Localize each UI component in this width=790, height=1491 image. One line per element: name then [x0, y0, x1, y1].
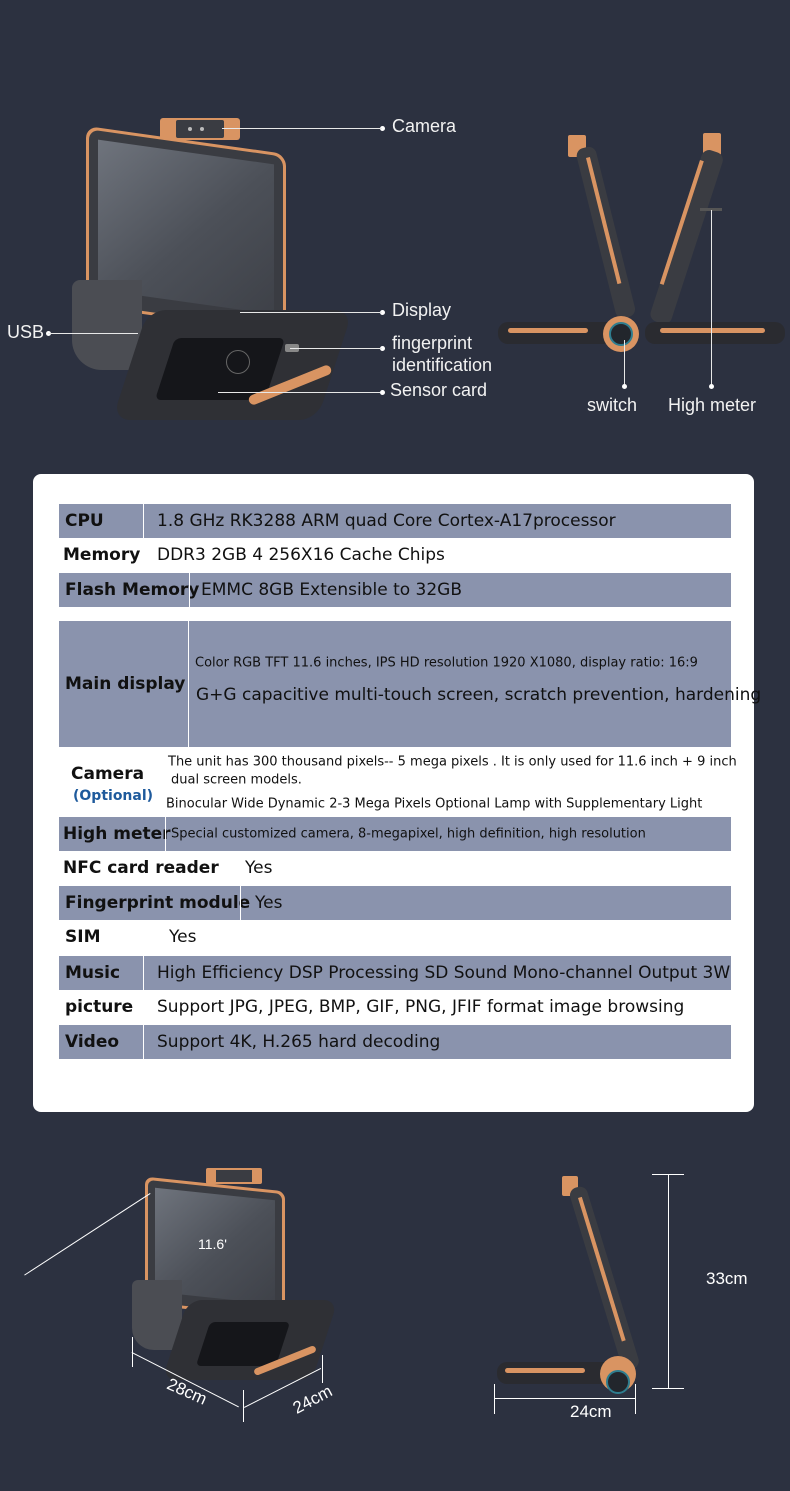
spec-row-nfc: NFC card reader Yes [59, 851, 731, 885]
spec-label: SIM [65, 927, 101, 947]
spec-label: High meter [63, 824, 171, 844]
spec-value: Yes [245, 858, 273, 878]
spec-sublabel: (Optional) [73, 788, 154, 804]
dimension-depth: 24cm [289, 1381, 336, 1418]
callout-high-meter: High meter [668, 395, 757, 415]
spec-value: High Efficiency DSP Processing SD Sound … [157, 963, 731, 983]
spec-value: Yes [169, 927, 197, 947]
dimension-diagonal: 11.6' [198, 1236, 227, 1252]
spec-row-memory: Memory DDR3 2GB 4 256X16 Cache Chips [59, 538, 731, 572]
callout-camera: Camera [392, 116, 457, 136]
callout-fingerprint-2: identification [392, 355, 493, 375]
spec-value: Support JPG, JPEG, BMP, GIF, PNG, JFIF f… [157, 997, 685, 1017]
dimension-height: 33cm [706, 1269, 748, 1288]
spec-label: NFC card reader [63, 858, 219, 878]
spec-label: Fingerprint module [65, 893, 251, 913]
spec-row-camera: Camera (Optional) The unit has 300 thous… [59, 750, 737, 816]
spec-row-flash: Flash Memory EMMC 8GB Extensible to 32GB [59, 573, 731, 607]
spec-value: 1.8 GHz RK3288 ARM quad Core Cortex-A17p… [157, 511, 616, 531]
spec-label: picture [65, 997, 134, 1017]
spec-row-main-display: Main display Color RGB TFT 11.6 inches, … [59, 621, 761, 747]
spec-value-line2: dual screen models. [171, 772, 302, 788]
spec-value-line3: Binocular Wide Dynamic 2-3 Mega Pixels O… [166, 796, 703, 812]
spec-label: Camera [71, 764, 145, 784]
spec-value: Special customized camera, 8-megapixel, … [171, 826, 646, 842]
callout-fingerprint-1: fingerprint [392, 333, 473, 353]
spec-value: Yes [255, 893, 283, 913]
spec-row-video: Video Support 4K, H.265 hard decoding [59, 1025, 731, 1059]
spec-label: Main display [65, 674, 186, 694]
spec-value-line1: The unit has 300 thousand pixels-- 5 meg… [168, 754, 737, 770]
spec-value: DDR3 2GB 4 256X16 Cache Chips [157, 545, 445, 565]
spec-row-cpu: CPU 1.8 GHz RK3288 ARM quad Core Cortex-… [59, 504, 731, 538]
callout-usb: USB [7, 322, 45, 342]
spec-row-picture: picture Support JPG, JPEG, BMP, GIF, PNG… [59, 990, 731, 1024]
spec-label: Video [65, 1032, 120, 1052]
callout-display: Display [392, 300, 452, 320]
spec-label: Memory [63, 545, 141, 565]
spec-row-music: Music High Efficiency DSP Processing SD … [59, 956, 731, 990]
callout-switch: switch [587, 395, 638, 415]
spec-label: Flash Memory [65, 580, 200, 600]
spec-value: EMMC 8GB Extensible to 32GB [201, 580, 463, 600]
dimension-side-depth: 24cm [570, 1402, 612, 1421]
callout-sensor-card: Sensor card [390, 380, 488, 400]
spec-row-fingerprint: Fingerprint module Yes [59, 886, 731, 920]
spec-label: CPU [65, 511, 104, 531]
spec-value-line2: G+G capacitive multi-touch screen, scrat… [196, 685, 762, 705]
spec-row-high-meter: High meter Special customized camera, 8-… [59, 817, 731, 851]
spec-row-sim: SIM Yes [59, 920, 731, 954]
spec-label: Music [65, 963, 121, 983]
spec-card: CPU 1.8 GHz RK3288 ARM quad Core Cortex-… [33, 474, 761, 1112]
spec-value: Support 4K, H.265 hard decoding [157, 1032, 441, 1052]
spec-value-line1: Color RGB TFT 11.6 inches, IPS HD resolu… [195, 655, 698, 671]
